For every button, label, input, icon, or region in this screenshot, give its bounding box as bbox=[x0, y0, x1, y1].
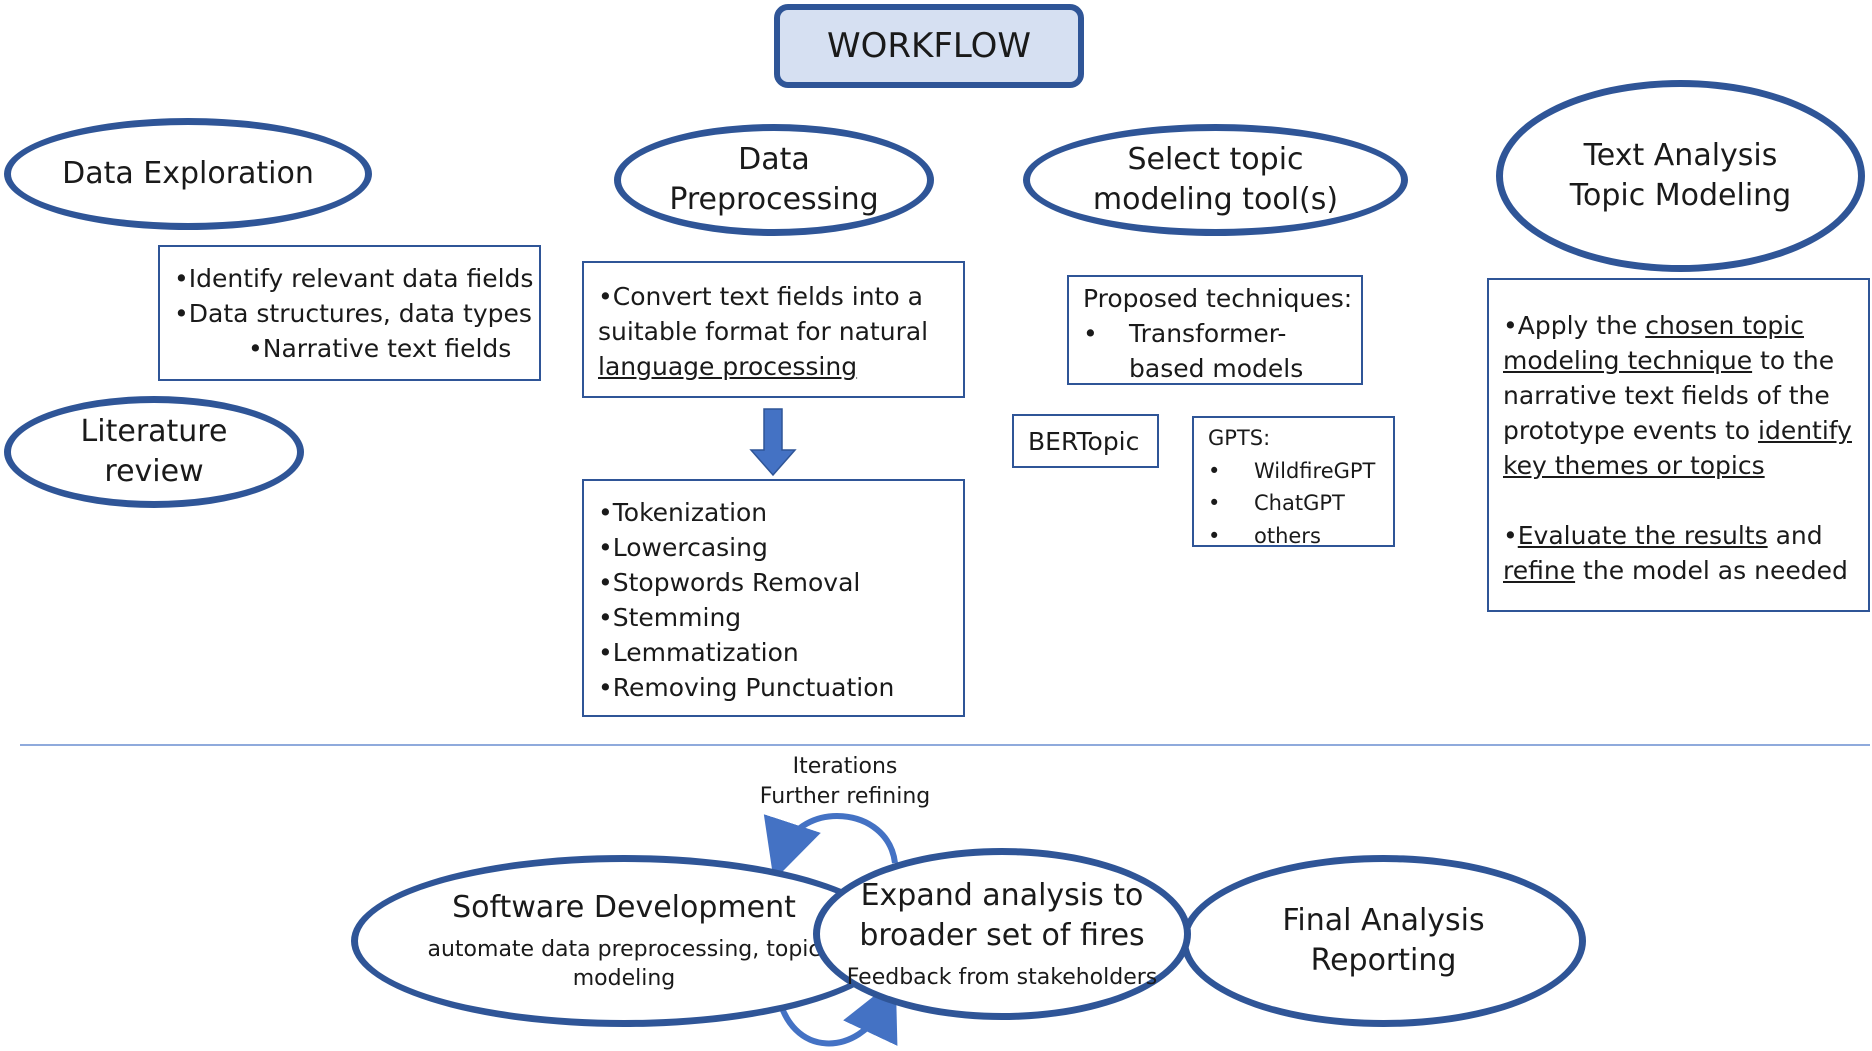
gpts-item: WildfireGPT bbox=[1254, 458, 1376, 483]
analysis-text: •Apply the bbox=[1503, 311, 1646, 340]
text-analysis-line: Text Analysis bbox=[1583, 137, 1778, 173]
select-tool-line: Select topic bbox=[1127, 141, 1304, 177]
iterations-note: Iterations Further refining bbox=[745, 752, 945, 811]
select-tool-line: modeling tool(s) bbox=[1092, 182, 1339, 217]
analysis-text: modeling technique bbox=[1503, 346, 1753, 375]
expand-analysis-title-line: broader set of fires bbox=[859, 918, 1145, 954]
preprocessing-steps-box: •Tokenization •Lowercasing •Stopwords Re… bbox=[582, 479, 965, 717]
analysis-text: prototype events to bbox=[1503, 416, 1759, 445]
analysis-text: refine bbox=[1503, 556, 1576, 585]
analysis-text: identify bbox=[1758, 416, 1852, 445]
iteration-arrow-bottom-icon bbox=[774, 978, 898, 1047]
literature-review-ellipse: Literature review bbox=[4, 396, 304, 508]
analysis-text: Evaluate the results bbox=[1517, 521, 1768, 550]
analysis-text: key themes or topics bbox=[1503, 451, 1765, 480]
gpts-heading: GPTS: bbox=[1208, 426, 1271, 450]
techniques-item-line: Transformer- bbox=[1129, 319, 1287, 348]
preprocessing-step: •Stopwords Removal bbox=[598, 568, 861, 597]
preprocessing-step: •Stemming bbox=[598, 603, 742, 632]
data-exploration-box: •Identify relevant data fields •Data str… bbox=[158, 245, 541, 381]
iterations-line: Iterations bbox=[792, 754, 898, 779]
software-development-title: Software Development bbox=[452, 890, 796, 926]
iteration-arrow-top-icon bbox=[763, 813, 898, 881]
data-exploration-ellipse: Data Exploration bbox=[4, 118, 372, 230]
gpts-item: ChatGPT bbox=[1254, 491, 1345, 516]
workflow-title: WORKFLOW bbox=[827, 26, 1031, 66]
gpts-bullet: • bbox=[1208, 523, 1221, 548]
data-exploration-label: Data Exploration bbox=[62, 155, 314, 191]
convert-line: suitable format for natural bbox=[598, 317, 929, 346]
analysis-text: and bbox=[1767, 521, 1823, 550]
expand-analysis-title-line: Expand analysis to bbox=[860, 877, 1144, 913]
exploration-item: •Identify relevant data fields bbox=[174, 264, 534, 293]
down-arrow-icon bbox=[749, 408, 797, 477]
data-preprocessing-line: Data bbox=[738, 141, 810, 177]
software-development-subtitle-line: automate data preprocessing, topic bbox=[427, 936, 821, 962]
literature-review-line: Literature bbox=[80, 413, 228, 449]
iterations-line: Further refining bbox=[759, 783, 931, 809]
analysis-text: chosen topic bbox=[1645, 311, 1804, 340]
final-analysis-line: Reporting bbox=[1310, 943, 1457, 978]
techniques-bullet: • bbox=[1083, 319, 1098, 348]
gpts-box: GPTS: • WildfireGPT • ChatGPT • others bbox=[1192, 416, 1395, 548]
bertopic-box: BERTopic bbox=[1012, 414, 1159, 468]
analysis-text: to the bbox=[1752, 346, 1835, 375]
gpts-bullet: • bbox=[1208, 491, 1221, 516]
analysis-text: narrative text fields of the bbox=[1503, 381, 1830, 410]
text-analysis-ellipse: Text Analysis Topic Modeling bbox=[1496, 80, 1865, 272]
proposed-techniques-box: Proposed techniques: • Transformer- base… bbox=[1067, 275, 1363, 385]
expand-analysis-ellipse: Expand analysis to broader set of fires … bbox=[813, 848, 1191, 1020]
preprocessing-step: •Lowercasing bbox=[598, 533, 768, 562]
analysis-text: • bbox=[1503, 521, 1518, 550]
preprocessing-step: •Lemmatization bbox=[598, 638, 799, 667]
gpts-item: others bbox=[1254, 523, 1321, 548]
preprocessing-step: •Tokenization bbox=[598, 498, 768, 527]
techniques-heading: Proposed techniques: bbox=[1083, 284, 1353, 313]
preprocessing-step: •Removing Punctuation bbox=[598, 673, 895, 702]
analysis-steps-box: •Apply the chosen topic modeling techniq… bbox=[1487, 278, 1870, 612]
final-analysis-line: Final Analysis bbox=[1282, 902, 1485, 938]
techniques-item-line: based models bbox=[1129, 354, 1304, 383]
convert-line: •Convert text fields into a bbox=[598, 282, 923, 311]
convert-text-box: •Convert text fields into a suitable for… bbox=[582, 261, 965, 398]
analysis-text: the model as needed bbox=[1575, 556, 1848, 585]
expand-analysis-subtitle: Feedback from stakeholders bbox=[846, 964, 1158, 990]
convert-line: language processing bbox=[598, 352, 858, 381]
software-development-ellipse: Software Development automate data prepr… bbox=[351, 855, 897, 1027]
text-analysis-line: Topic Modeling bbox=[1569, 178, 1792, 213]
exploration-item: •Data structures, data types bbox=[174, 299, 532, 328]
data-preprocessing-ellipse: Data Preprocessing bbox=[614, 124, 934, 236]
final-analysis-ellipse: Final Analysis Reporting bbox=[1181, 855, 1586, 1027]
software-development-subtitle-line: modeling bbox=[572, 966, 676, 992]
literature-review-line: review bbox=[104, 454, 204, 489]
exploration-item: •Narrative text fields bbox=[248, 334, 512, 363]
data-preprocessing-line: Preprocessing bbox=[669, 182, 879, 217]
workflow-title-box: WORKFLOW bbox=[774, 4, 1084, 88]
gpts-bullet: • bbox=[1208, 458, 1221, 483]
bertopic-label: BERTopic bbox=[1028, 426, 1140, 456]
select-tool-ellipse: Select topic modeling tool(s) bbox=[1023, 124, 1408, 236]
